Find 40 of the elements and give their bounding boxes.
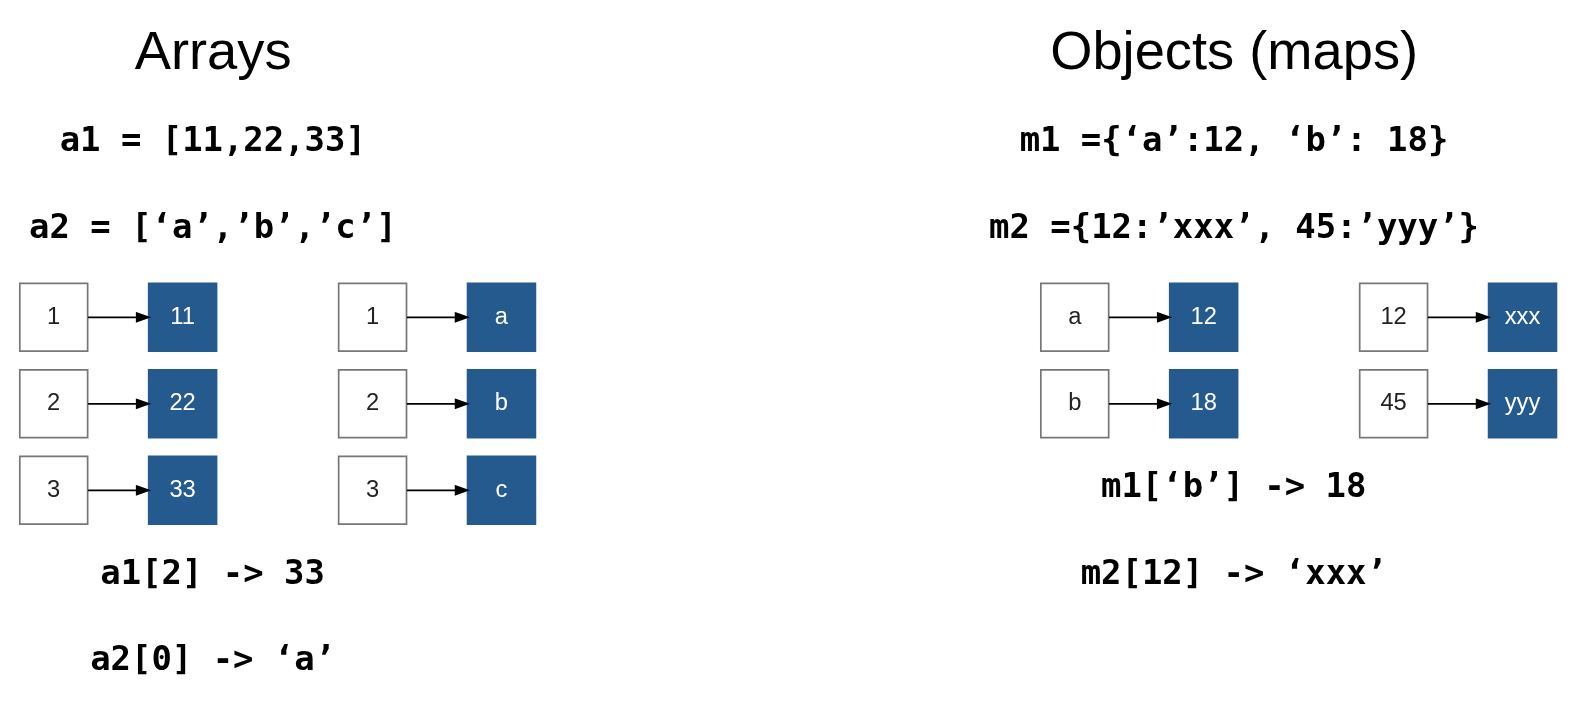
node-box: 12 bbox=[1358, 282, 1429, 352]
label: Arrays bbox=[134, 19, 292, 81]
node-box: 22 bbox=[147, 368, 218, 439]
node-box: 3 bbox=[337, 455, 408, 525]
node-box: yyy bbox=[1487, 368, 1558, 439]
node-box: 11 bbox=[147, 282, 218, 352]
node-box: 1 bbox=[18, 282, 89, 352]
node-box: b bbox=[466, 368, 537, 439]
label: m1 ={‘a’:12, ‘b’: 18} bbox=[1019, 119, 1449, 159]
arrow bbox=[87, 311, 152, 323]
label: a2[0] -> ‘a’ bbox=[90, 638, 336, 678]
node-box: 33 bbox=[147, 455, 218, 525]
label: m2[12] -> ‘xxx’ bbox=[1080, 552, 1387, 592]
node-box: 45 bbox=[1358, 368, 1429, 439]
arrow bbox=[405, 397, 471, 409]
arrow bbox=[1108, 311, 1173, 323]
arrow bbox=[1427, 397, 1492, 409]
node-box: 18 bbox=[1168, 368, 1239, 439]
node-box: 2 bbox=[18, 368, 89, 439]
arrow bbox=[87, 397, 152, 409]
node-box: 12 bbox=[1168, 282, 1239, 352]
label: a1[2] -> 33 bbox=[100, 552, 325, 592]
node-box: a bbox=[1040, 282, 1110, 352]
node-box: c bbox=[466, 455, 537, 525]
label: m2 ={12:’xxx’, 45:’yyy’} bbox=[989, 206, 1480, 246]
arrow bbox=[87, 484, 152, 496]
node-box: 2 bbox=[337, 368, 408, 439]
node-box: 1 bbox=[337, 282, 408, 352]
arrow bbox=[405, 311, 471, 323]
label: Objects (maps) bbox=[1050, 19, 1419, 81]
node-box: b bbox=[1040, 368, 1110, 439]
node-box: a bbox=[466, 282, 537, 352]
node-box: 3 bbox=[18, 455, 89, 525]
node-box: xxx bbox=[1487, 282, 1558, 352]
label: m1[‘b’] -> 18 bbox=[1101, 465, 1367, 505]
label: a2 = [‘a’,’b’,’c’] bbox=[29, 206, 397, 246]
arrow bbox=[1427, 311, 1492, 323]
arrow bbox=[405, 484, 471, 496]
arrow bbox=[1108, 397, 1173, 409]
label: a1 = [11,22,33] bbox=[59, 119, 366, 159]
